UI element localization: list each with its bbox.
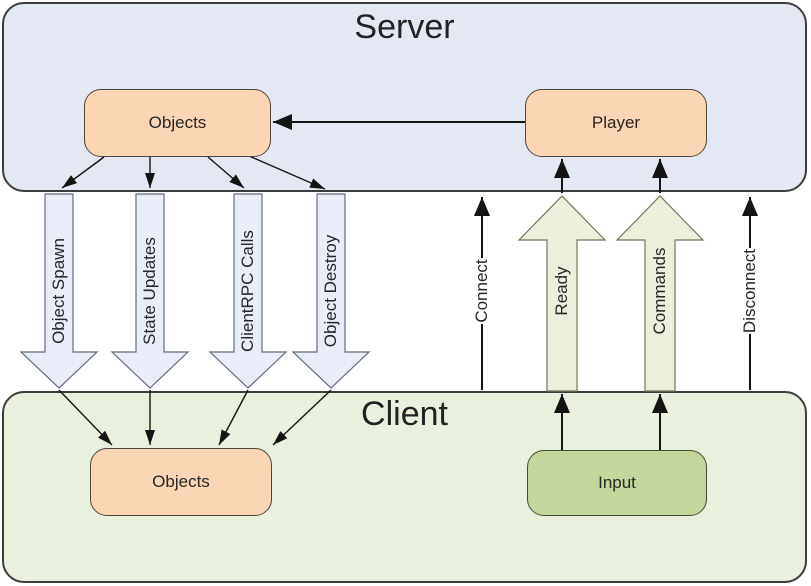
commands-label: Commands [650, 247, 669, 335]
ready-block-arrow [517, 195, 607, 392]
client-objects-label: Objects [152, 472, 210, 491]
commands-block-arrow [615, 195, 705, 392]
object-spawn-label: Object Spawn [49, 238, 68, 344]
object-destroy-label: Object Destroy [321, 234, 340, 348]
objects-fanin-4 [272, 389, 332, 446]
player-node: Player [525, 89, 707, 157]
clientrpc-calls-label: ClientRPC Calls [238, 230, 257, 352]
server-objects-label: Objects [148, 113, 207, 132]
object-spawn-block-arrow [19, 193, 99, 389]
connect-label: Connect [472, 258, 491, 324]
player-label: Player [591, 113, 641, 132]
clientrpc-calls-block-arrow [208, 193, 288, 389]
objects-fanin-1 [58, 389, 113, 446]
state-updates-block-arrow [110, 193, 190, 389]
disconnect-label: Disconnect [740, 247, 759, 335]
state-updates-label: State Updates [140, 237, 159, 345]
server-title: Server [354, 8, 455, 46]
server-objects-node: Objects [84, 89, 271, 157]
ready-label: Ready [552, 266, 571, 316]
input-label: Input [598, 473, 636, 492]
objects-fanout-1 [61, 156, 105, 189]
objects-fanout-4 [248, 155, 326, 190]
objects-fanout-3 [207, 156, 245, 189]
client-title: Client [361, 395, 448, 433]
input-node: Input [527, 450, 707, 516]
object-destroy-block-arrow [291, 193, 371, 389]
client-objects-node: Objects [90, 448, 272, 516]
objects-fanin-3 [218, 389, 249, 446]
